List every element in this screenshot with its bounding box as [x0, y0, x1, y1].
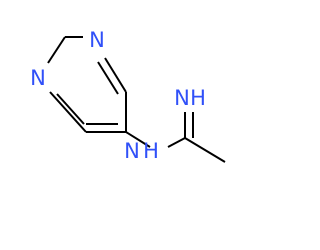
amine-hydrogen-label: H — [143, 139, 159, 163]
bond-c-methyl — [184, 137, 226, 163]
atom-labels: N N N H N H — [30, 28, 206, 163]
bond-c6-n1-double — [56, 93, 85, 125]
bond-c2-n1 — [47, 36, 66, 64]
imine-nitrogen-label: N — [174, 86, 190, 110]
molecule-canvas: N N N H N H — [30, 28, 226, 163]
bond-n3-c4 — [104, 57, 127, 93]
acetamidine-group — [125, 112, 226, 163]
bond-c6-n1 — [49, 91, 87, 133]
bond-nh-c — [167, 137, 186, 148]
bond-c5-nh — [125, 131, 151, 148]
molecule-structure: N N N H N H — [30, 28, 226, 163]
pyrimidine-ring — [47, 36, 127, 133]
ring-nitrogen-1-label: N — [30, 66, 46, 90]
imine-hydrogen-label: H — [190, 86, 206, 110]
amine-nitrogen-label: N — [124, 139, 140, 163]
bond-n3-c4-double — [97, 61, 119, 95]
ring-nitrogen-3-label: N — [89, 28, 105, 52]
